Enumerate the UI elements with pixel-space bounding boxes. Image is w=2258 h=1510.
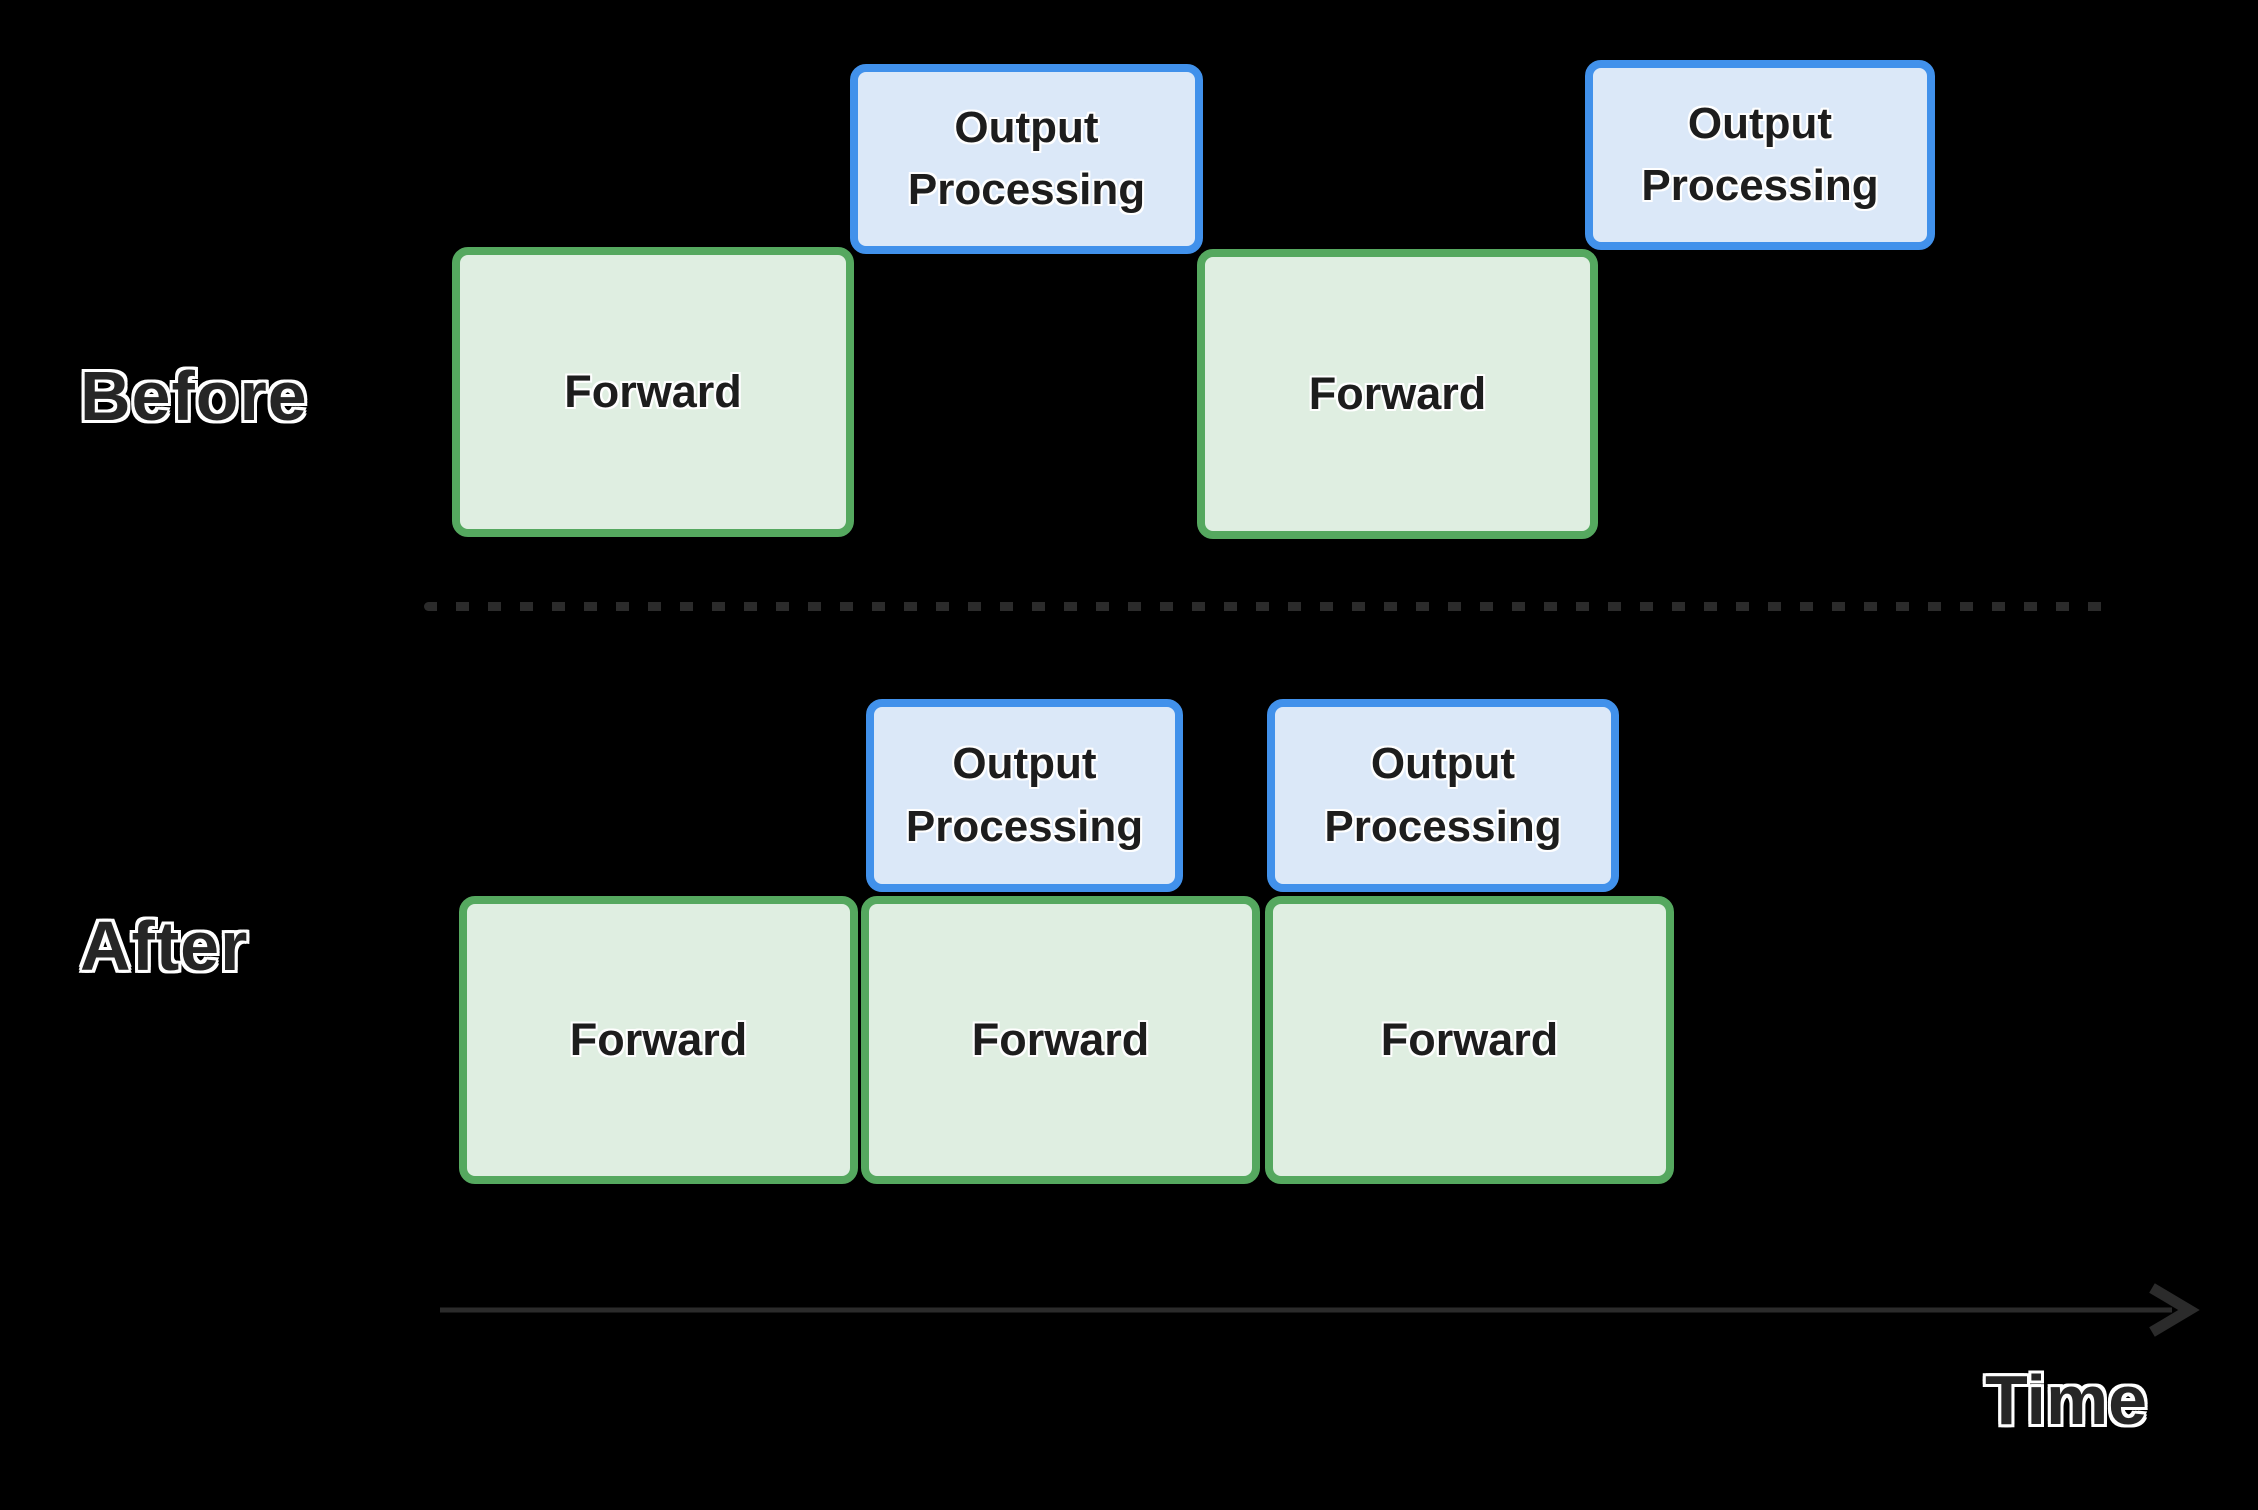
after-forward-1-label: Forward bbox=[569, 1014, 748, 1065]
after-forward-1-box: Forward bbox=[459, 896, 858, 1184]
row-separator-dashed-line bbox=[424, 602, 2120, 611]
before-forward-2-box: Forward bbox=[1197, 249, 1598, 539]
time-axis-label: Time bbox=[1985, 1361, 2148, 1439]
before-output-processing-2-box: Output Processing bbox=[1585, 60, 1935, 250]
before-forward-1-label: Forward bbox=[564, 366, 742, 417]
after-forward-3-box: Forward bbox=[1265, 896, 1674, 1184]
after-output-processing-1-label: Output Processing bbox=[905, 739, 1144, 851]
after-row-label: After bbox=[80, 907, 249, 985]
time-axis-arrow-icon bbox=[440, 1283, 2200, 1337]
before-forward-1-box: Forward bbox=[452, 247, 854, 537]
before-output-processing-1-label: Output Processing bbox=[907, 102, 1146, 214]
after-forward-2-label: Forward bbox=[971, 1014, 1150, 1065]
before-output-processing-1-box: Output Processing bbox=[850, 64, 1203, 254]
after-output-processing-2-label: Output Processing bbox=[1324, 739, 1562, 851]
after-forward-2-box: Forward bbox=[861, 896, 1260, 1184]
before-output-processing-2-label: Output Processing bbox=[1641, 98, 1879, 210]
after-output-processing-2-box: Output Processing bbox=[1267, 699, 1619, 892]
after-forward-3-label: Forward bbox=[1380, 1014, 1559, 1065]
after-output-processing-1-box: Output Processing bbox=[866, 699, 1183, 892]
before-row-label: Before bbox=[80, 357, 308, 435]
before-forward-2-label: Forward bbox=[1308, 368, 1487, 419]
